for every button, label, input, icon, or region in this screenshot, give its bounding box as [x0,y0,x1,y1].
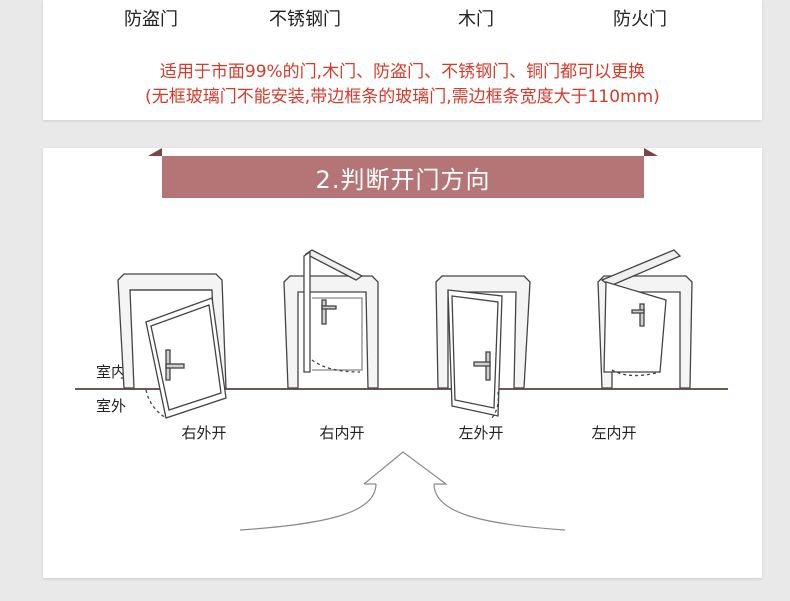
section-title: 2.判断开门方向 [162,156,644,198]
compatibility-note: 适用于市面99%的门,木门、防盗门、不锈钢门、铜门都可以更换 [159,62,646,82]
direction-label: 左内开 [591,424,636,442]
door-right-outward-icon [117,273,227,419]
door-left-outward-icon [435,275,531,421]
indoor-label: 室内 [96,363,126,381]
door-type-label: 木门 [458,9,494,30]
direction-label: 右外开 [181,424,226,442]
direction-label: 左外开 [458,424,503,442]
section-banner: 2.判断开门方向 [148,148,658,200]
outdoor-label: 室外 [96,397,126,415]
direction-label: 右内开 [319,424,364,442]
door-right-inward-icon [283,249,379,389]
up-arrow-icon [239,451,566,531]
door-types-card: 防盗门 不锈钢门 木门 防火门 适用于市面99%的门,木门、防盗门、不锈钢门、铜… [43,0,762,120]
glass-door-note: (无框玻璃门不能安装,带边框条的玻璃门,需边框条宽度大于110mm) [145,87,660,107]
door-type-label: 防火门 [613,9,667,30]
door-left-inward-icon [597,249,693,389]
door-types-row: 防盗门 不锈钢门 木门 防火门 [43,5,762,31]
door-type-label: 防盗门 [124,9,178,30]
door-type-label: 不锈钢门 [269,9,341,30]
